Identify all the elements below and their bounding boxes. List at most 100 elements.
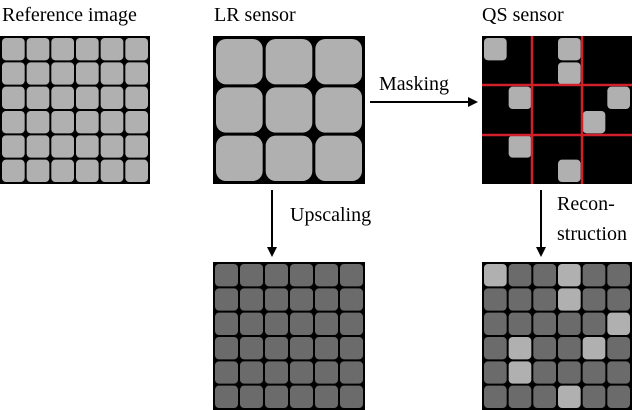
upscaled-pixel <box>265 337 288 360</box>
upscaled-pixel <box>290 385 313 408</box>
reconstructed-pixel <box>484 312 507 335</box>
reconstructed-pixel <box>484 264 507 287</box>
reconstructed-background <box>482 262 632 410</box>
upscaled-pixel <box>265 361 288 384</box>
lr-pixel <box>265 39 313 85</box>
reference-pixel <box>2 38 25 61</box>
upscaled-pixel <box>340 385 363 408</box>
reference-pixel <box>76 38 99 61</box>
upscaled-pixel <box>290 264 313 287</box>
upscaled-pixel <box>240 264 263 287</box>
lr-pixel <box>265 87 313 133</box>
lr-pixel <box>216 87 263 133</box>
reconstructed-pixel <box>484 288 507 311</box>
reconstructed-pixel <box>582 337 606 360</box>
upscaled-pixel <box>340 361 363 384</box>
qs-pixel <box>582 111 606 134</box>
reconstructed-pixel <box>582 312 606 335</box>
upscaled-background <box>213 262 365 410</box>
reconstructed-pixel <box>533 288 556 311</box>
reconstructed-pixel <box>508 385 532 408</box>
qs-pixel <box>508 86 532 109</box>
reference-pixel <box>51 86 74 109</box>
reference-pixel <box>100 135 124 158</box>
reconstructed-pixel <box>558 312 581 335</box>
upscaled-pixel <box>315 312 338 335</box>
upscaled-pixel <box>290 312 313 335</box>
upscaled-pixel <box>315 385 338 408</box>
upscaled-pixel <box>240 385 263 408</box>
upscaled-pixel <box>340 312 363 335</box>
reference-pixel <box>125 135 148 158</box>
qs-pixel <box>508 135 532 158</box>
reference-pixel <box>125 38 148 61</box>
upscaled-pixel <box>265 312 288 335</box>
reference-pixel <box>100 111 124 134</box>
reconstructed-pixel <box>508 337 532 360</box>
lr-pixel <box>216 39 263 85</box>
reconstructed-pixel <box>533 385 556 408</box>
reference-pixel <box>76 86 99 109</box>
lr-pixel <box>315 135 362 181</box>
lr-pixel <box>315 87 362 133</box>
lr-pixel <box>315 39 362 85</box>
reconstructed-pixel <box>607 264 630 287</box>
reference-pixel <box>100 86 124 109</box>
reference-pixel <box>26 135 50 158</box>
reconstructed-pixel <box>533 337 556 360</box>
upscaled-pixel <box>290 361 313 384</box>
upscaled-pixel <box>315 264 338 287</box>
reconstructed-pixel <box>533 312 556 335</box>
reference-pixel <box>76 135 99 158</box>
masking-label: Masking <box>379 73 449 95</box>
reconstructed-pixel <box>508 288 532 311</box>
upscaled-pixel <box>340 264 363 287</box>
reference-pixel <box>76 111 99 134</box>
reconstructed-pixel <box>607 337 630 360</box>
reference-pixel <box>125 111 148 134</box>
reference-pixel <box>26 159 50 182</box>
reference-pixel <box>125 159 148 182</box>
reference-pixel <box>100 38 124 61</box>
reference-pixel <box>26 38 50 61</box>
upscaling-label: Upscaling <box>290 204 372 226</box>
qs-pixel <box>558 62 581 85</box>
reference-image-label: Reference image <box>2 4 137 26</box>
upscaled-pixel <box>215 361 238 384</box>
reconstructed-pixel <box>582 288 606 311</box>
reconstructed-pixel <box>508 361 532 384</box>
upscaled-image-grid <box>213 262 365 410</box>
reference-pixel <box>51 135 74 158</box>
upscaled-pixel <box>290 337 313 360</box>
reconstructed-pixel <box>558 288 581 311</box>
reconstructed-pixel <box>582 385 606 408</box>
upscaled-pixel <box>215 312 238 335</box>
reference-pixel <box>125 62 148 85</box>
reference-pixel <box>2 111 25 134</box>
reconstructed-pixel <box>558 264 581 287</box>
reference-pixel <box>51 38 74 61</box>
reconstructed-pixel <box>484 337 507 360</box>
reconstructed-pixel <box>533 361 556 384</box>
reconstructed-pixel <box>582 361 606 384</box>
upscaled-pixel <box>215 385 238 408</box>
reference-pixel <box>2 135 25 158</box>
reconstructed-image-grid <box>482 262 632 410</box>
qs-sensor-grid <box>482 36 632 184</box>
reconstructed-pixel <box>484 361 507 384</box>
upscaled-pixel <box>315 337 338 360</box>
reference-pixel <box>2 62 25 85</box>
qs-background <box>482 36 632 184</box>
reconstructed-pixel <box>582 264 606 287</box>
upscaled-pixel <box>240 337 263 360</box>
reference-pixel <box>51 62 74 85</box>
reconstructed-pixel <box>484 385 507 408</box>
reference-pixel <box>51 159 74 182</box>
upscaled-pixel <box>215 288 238 311</box>
reconstructed-pixel <box>558 361 581 384</box>
qs-pixel <box>484 38 507 61</box>
lr-pixel <box>265 135 313 181</box>
upscaled-pixel <box>240 312 263 335</box>
reference-pixel <box>125 86 148 109</box>
